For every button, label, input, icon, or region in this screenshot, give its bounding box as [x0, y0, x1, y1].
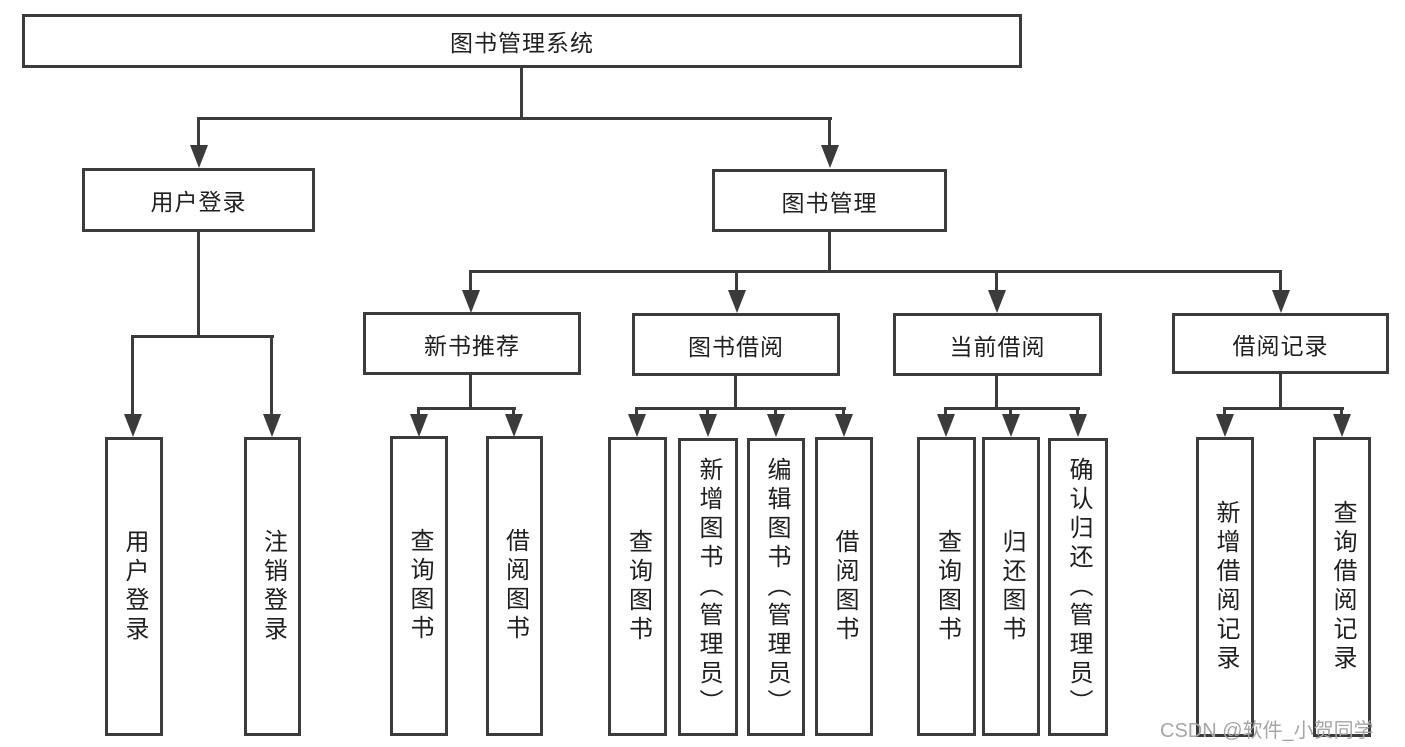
leaf-add-books: 新增图书（管理员）	[678, 438, 738, 736]
leaf-query-books-current-label: 查询图书	[933, 528, 961, 645]
connector-borrow-records-rail	[1223, 407, 1344, 410]
node-user-login-label: 用户登录	[150, 189, 247, 215]
node-book-mgmt-label: 图书管理	[781, 189, 878, 216]
arrow-borrow-books	[835, 414, 853, 437]
connector-drop-query-record	[1340, 407, 1343, 415]
node-current-borrow-label: 当前借阅	[949, 333, 1046, 360]
connector-new-book-rec-stub	[469, 375, 472, 407]
arrow-query-bb	[628, 414, 646, 437]
arrow-add-books	[699, 414, 717, 437]
node-root-label: 图书管理系统	[450, 30, 594, 56]
connector-book-borrow-stub	[734, 376, 737, 407]
leaf-query-books-rec-label: 查询图书	[406, 528, 433, 644]
connector-drop-query-bb	[635, 407, 638, 415]
csdn-watermark: CSDN @软件_小贺同学	[1160, 720, 1374, 742]
leaf-confirm-return-label: 确认归还（管理员）	[1065, 456, 1092, 718]
connector-drop-add-record	[1223, 407, 1226, 415]
connector-book-mgmt-stub	[828, 232, 831, 272]
arrow-borrow-records	[1272, 290, 1290, 313]
leaf-borrow-books-rec: 借阅图书	[486, 436, 543, 736]
leaf-logout-label: 注销登录	[259, 528, 287, 645]
leaf-query-borrow-record: 查询借阅记录	[1313, 437, 1371, 737]
arrow-leaf-logout	[263, 414, 281, 437]
leaf-edit-books-label: 编辑图书（管理员）	[763, 456, 790, 718]
arrow-query-record	[1333, 414, 1351, 437]
node-new-book-rec: 新书推荐	[363, 312, 581, 375]
connector-drop-borrow-records	[1279, 270, 1282, 291]
arrow-edit-books	[767, 414, 785, 437]
connector-drop-edit-books	[774, 407, 777, 415]
node-book-mgmt: 图书管理	[712, 169, 947, 232]
connector-drop-add-books	[706, 407, 709, 415]
leaf-borrow-books: 借阅图书	[815, 437, 873, 736]
node-root: 图书管理系统	[22, 14, 1022, 68]
connector-drop-leaf-logout	[270, 335, 273, 415]
connector-current-borrow-rail	[944, 407, 1080, 410]
connector-drop-confirm-return	[1076, 407, 1079, 415]
arrow-add-record	[1216, 414, 1234, 437]
node-new-book-rec-label: 新书推荐	[424, 332, 520, 359]
connector-level3-rail	[469, 270, 1282, 273]
leaf-logout: 注销登录	[244, 437, 301, 736]
leaf-user-login: 用户登录	[105, 437, 163, 736]
arrow-query-cb	[937, 414, 955, 437]
arrow-current-borrow	[988, 290, 1006, 313]
node-book-borrow: 图书借阅	[632, 313, 840, 376]
arrow-query-rec	[410, 414, 428, 437]
node-book-borrow-label: 图书借阅	[688, 333, 784, 360]
leaf-edit-books: 编辑图书（管理员）	[747, 438, 805, 736]
leaf-query-books-current: 查询图书	[917, 437, 976, 736]
arrow-borrow-rec	[505, 414, 523, 437]
connector-new-book-rec-rail	[417, 407, 516, 410]
arrow-confirm-return	[1069, 414, 1087, 437]
connector-drop-book-borrow	[735, 270, 738, 291]
leaf-confirm-return: 确认归还（管理员）	[1048, 438, 1108, 736]
connector-drop-return-books	[1009, 407, 1012, 415]
connector-level2-rail	[197, 117, 832, 120]
leaf-add-borrow-record: 新增借阅记录	[1196, 437, 1254, 737]
connector-drop-book-mgmt	[828, 117, 831, 146]
connector-root-stub	[520, 68, 523, 117]
connector-drop-leaf-login	[131, 335, 134, 415]
connector-drop-user-login	[197, 117, 200, 146]
leaf-return-books-label: 归还图书	[998, 528, 1025, 645]
leaf-borrow-books-rec-label: 借阅图书	[501, 528, 529, 644]
leaf-borrow-books-label: 借阅图书	[831, 528, 858, 645]
arrow-book-mgmt	[821, 145, 839, 168]
connector-user-login-rail	[131, 335, 274, 338]
arrow-return-books	[1002, 414, 1020, 437]
connector-drop-borrow-books	[842, 407, 845, 415]
connector-borrow-records-stub	[1279, 374, 1282, 407]
leaf-return-books: 归还图书	[982, 437, 1040, 736]
leaf-query-books-borrow-label: 查询图书	[624, 528, 652, 645]
node-user-login: 用户登录	[82, 168, 315, 232]
node-borrow-records: 借阅记录	[1172, 313, 1389, 374]
leaf-add-books-label: 新增图书（管理员）	[695, 456, 722, 718]
leaf-query-books-borrow: 查询图书	[608, 437, 667, 736]
connector-drop-query-cb	[944, 407, 947, 415]
node-current-borrow: 当前借阅	[893, 313, 1102, 376]
arrow-user-login	[190, 145, 208, 168]
connector-user-login-stub	[197, 232, 200, 335]
connector-drop-current-borrow	[995, 270, 998, 291]
connector-drop-new-book-rec	[469, 270, 472, 291]
connector-book-borrow-rail	[635, 407, 846, 410]
leaf-query-books-rec: 查询图书	[390, 436, 448, 736]
connector-drop-borrow-rec	[512, 407, 515, 415]
leaf-add-borrow-record-label: 新增借阅记录	[1212, 500, 1239, 674]
connector-drop-query-rec	[417, 407, 420, 415]
leaf-query-borrow-record-label: 查询借阅记录	[1329, 500, 1356, 674]
node-borrow-records-label: 借阅记录	[1232, 332, 1329, 359]
leaf-user-login-label: 用户登录	[121, 528, 148, 645]
arrow-leaf-login	[124, 414, 142, 437]
connector-current-borrow-stub	[995, 376, 998, 407]
arrow-new-book-rec	[462, 290, 480, 313]
arrow-book-borrow	[728, 290, 746, 313]
